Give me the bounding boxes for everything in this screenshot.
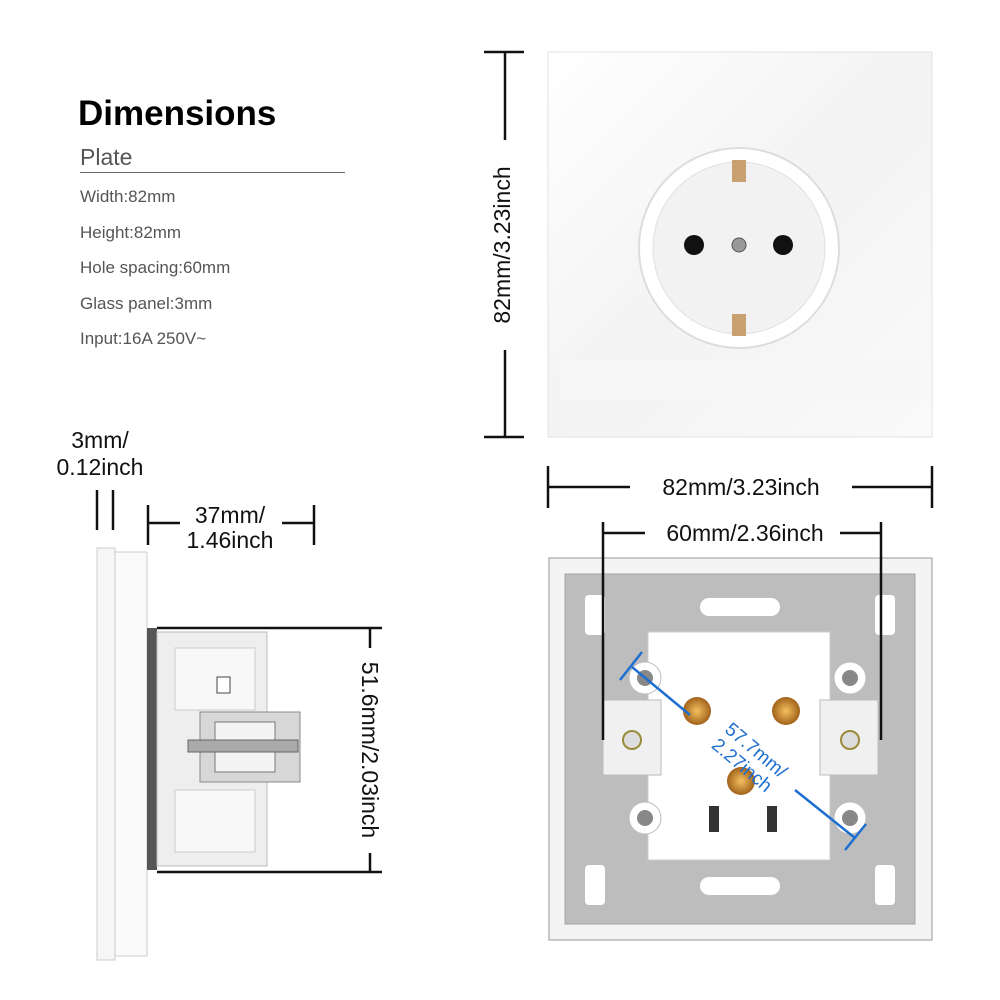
spec-height: Height:82mm	[80, 222, 182, 242]
section-subtitle: Plate	[80, 144, 133, 170]
glass-thickness-dimension	[95, 490, 115, 530]
earth-clip-top	[732, 160, 746, 182]
spec-width: Width:82mm	[80, 187, 176, 206]
hole-spacing-label: 60mm/2.36inch	[666, 520, 823, 546]
screw-icon	[187, 739, 299, 753]
pin-hole-right	[773, 235, 793, 255]
depth-line1: 37mm/	[195, 502, 266, 528]
depth-dimension	[146, 505, 316, 545]
spec-hole-spacing: Hole spacing:60mm	[80, 258, 231, 277]
front-plate	[547, 51, 933, 438]
pin-hole-left	[684, 235, 704, 255]
center-screw-icon	[731, 237, 747, 253]
hole-spacing-dimension	[601, 522, 883, 740]
spec-input: Input:16A 250V~	[80, 329, 207, 348]
diagonal-dimension	[619, 651, 867, 851]
glass-thickness-line2: 0.12inch	[57, 454, 144, 480]
body-height-label: 51.6mm/2.03inch	[357, 662, 383, 838]
back-module	[548, 557, 933, 941]
back-width-label: 82mm/3.23inch	[662, 474, 819, 500]
socket-core	[647, 631, 831, 861]
glass-thickness-line1: 3mm/	[71, 427, 129, 453]
depth-line2: 1.46inch	[187, 527, 274, 553]
earth-clip-bottom	[732, 314, 746, 336]
front-height-label: 82mm/3.23inch	[489, 166, 515, 323]
spec-list: Width:82mm Height:82mm Hole spacing:60mm…	[80, 186, 230, 364]
spec-glass-panel: Glass panel:3mm	[80, 293, 213, 313]
side-profile	[96, 547, 301, 961]
back-width-dimension	[546, 466, 934, 508]
page-title: Dimensions	[78, 94, 277, 133]
divider	[80, 172, 345, 173]
